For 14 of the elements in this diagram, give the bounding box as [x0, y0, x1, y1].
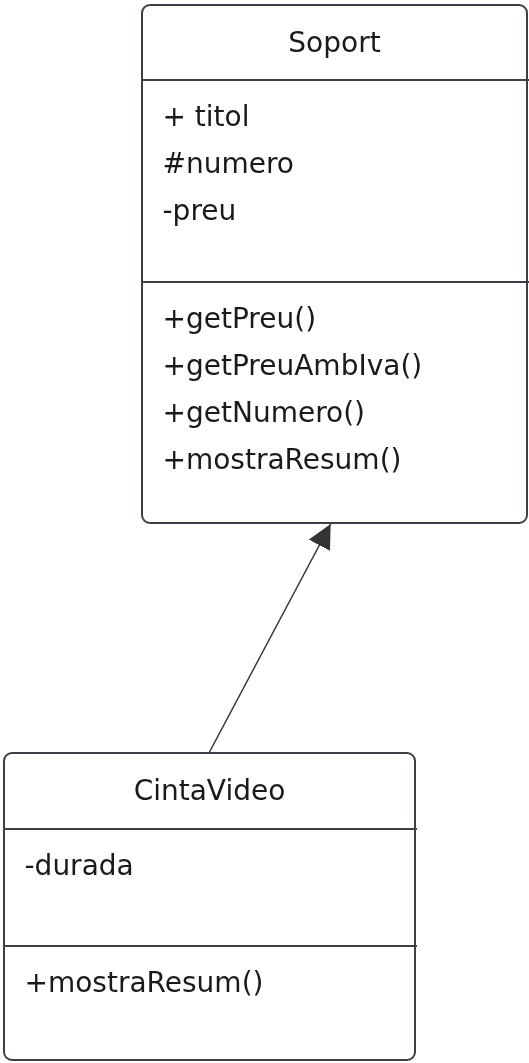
member-text: +getPreuAmbIva(): [162, 348, 423, 384]
member-text: + titol: [162, 99, 250, 135]
member-text: -preu: [162, 193, 237, 229]
member-text: +mostraResum(): [162, 442, 402, 478]
member-text: #numero: [162, 146, 294, 182]
inheritance-arrow: [208, 523, 332, 753]
member-text: +getPreu(): [162, 301, 317, 337]
class-box: [3, 752, 416, 1061]
class-name: CintaVideo: [132, 773, 287, 809]
class-name: Soport: [287, 25, 382, 61]
class-box: [141, 4, 528, 524]
member-text: +getNumero(): [162, 395, 365, 431]
member-text: -durada: [24, 848, 134, 884]
member-text: +mostraResum(): [24, 965, 264, 1001]
